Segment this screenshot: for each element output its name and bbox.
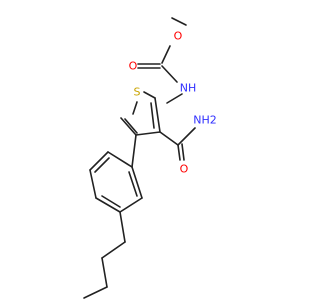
bond-c3-c2-double (154, 97, 161, 133)
sulfur-ring-label: S (134, 86, 141, 99)
molecule-structure: O O NH S NH2 O (83, 17, 217, 299)
bond-butyl-2 (101, 241, 126, 259)
bond-c2-s (143, 91, 156, 99)
nitrogen-amide-label: NH2 (193, 114, 217, 127)
bond-butyl-1 (119, 211, 126, 243)
oxygen-amide-label: O (180, 163, 189, 176)
oxygen-ester-label: O (174, 30, 183, 43)
bond-c3-c2-double-inner (150, 102, 155, 129)
bond-amide-c-n (177, 127, 196, 146)
bond-amide-c-o-double (177, 144, 181, 161)
bond-ph-1 (107, 151, 133, 168)
bond-butyl-4 (83, 286, 108, 299)
atom-labels: O O NH S NH2 O (129, 30, 217, 176)
bond-ph-inner-2 (101, 195, 121, 208)
bond-c4-phenyl (131, 134, 137, 168)
bond-carbonyl-n (161, 65, 178, 83)
bond-butyl-3 (101, 257, 108, 288)
bond-amide-c-o-double-2 (181, 143, 185, 161)
bond-ph-4 (95, 197, 121, 213)
bond-c5-c4-double-inner (124, 118, 138, 134)
bond-c3-amide-c (159, 131, 179, 146)
bond-ph-inner-3 (128, 171, 138, 197)
bond-o-carbonyl (161, 45, 171, 64)
oxygen-carbamate-carbonyl-label: O (129, 60, 138, 73)
bond-c4-c3 (135, 131, 161, 136)
bond-n-c2 (166, 93, 183, 104)
nitrogen-carbamate-label: NH (180, 82, 197, 95)
bond-ph-inner-1 (94, 157, 110, 173)
bond-ph-3 (89, 169, 97, 199)
bond-methyl-o (171, 17, 187, 26)
bond-c5-c4-double (120, 117, 137, 136)
bond-layer (83, 17, 196, 299)
bond-ph-2 (89, 151, 109, 171)
bond-ph-5 (119, 197, 143, 213)
bond-ph-6 (131, 166, 143, 199)
bond-s-c5 (132, 101, 138, 115)
